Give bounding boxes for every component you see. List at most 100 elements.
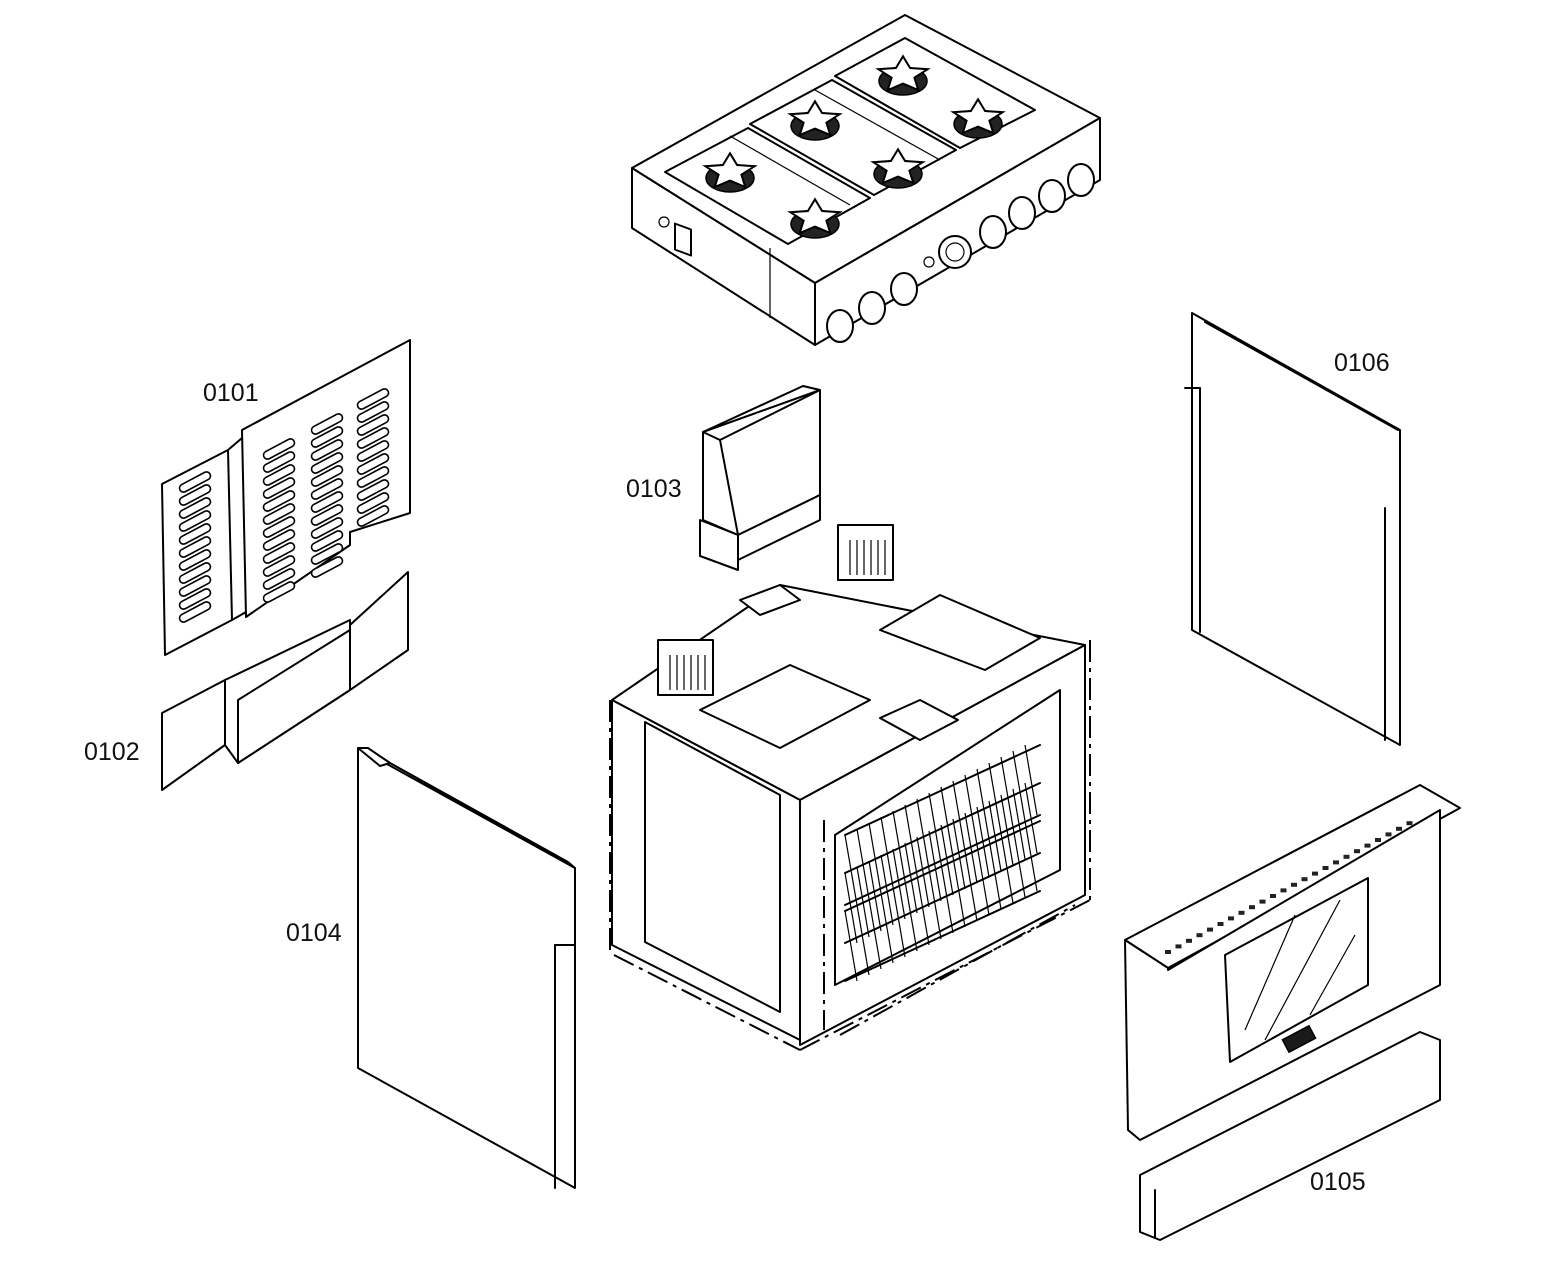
door-vent: [1312, 871, 1318, 876]
louver-slot: [262, 568, 296, 590]
rack-bar: [988, 838, 1002, 910]
rack-bar: [976, 844, 990, 916]
door-vent: [1249, 905, 1255, 910]
part-label-0106: 0106: [1334, 349, 1390, 377]
louver-slot: [262, 529, 296, 551]
part-0105-oven-door: [1124, 784, 1461, 1241]
door-vent: [1270, 894, 1276, 898]
part-label-0101: 0101: [203, 379, 259, 407]
louver-slot: [356, 388, 390, 410]
door-vent: [1322, 866, 1329, 870]
rack-bar: [844, 910, 858, 982]
louver-slot: [178, 588, 212, 610]
burner-cap-icon: [702, 151, 758, 193]
door-vent: [1343, 854, 1350, 859]
louver-slot: [310, 452, 344, 474]
louver-slot: [178, 575, 212, 597]
louver-slot: [310, 439, 344, 461]
rack-bar: [1024, 744, 1038, 816]
door-vent: [1238, 910, 1245, 915]
rack-bar: [904, 880, 918, 952]
louver-slot: [262, 477, 296, 499]
rack-bar: [1000, 832, 1014, 904]
louver-slot: [310, 465, 344, 487]
louver-slot: [262, 542, 296, 564]
rack-bar: [1012, 826, 1026, 898]
louver-slot: [310, 543, 344, 565]
rack-bar: [940, 862, 954, 934]
louver-slot: [262, 438, 296, 460]
rack-bar: [916, 836, 930, 908]
rack-bar: [988, 800, 1002, 872]
rack-bar: [868, 860, 882, 932]
louver-slot: [262, 490, 296, 512]
rack-bar: [892, 848, 906, 920]
louver-slot: [178, 549, 212, 571]
part-0106-side-panel-right: [1184, 312, 1401, 746]
part-label-0105: 0105: [1310, 1168, 1366, 1196]
rack-bar: [1012, 750, 1026, 822]
rack-bar: [892, 886, 906, 958]
louver-slot: [178, 510, 212, 532]
door-vent: [1354, 849, 1360, 854]
louver-slot: [310, 413, 344, 435]
louver-slot: [310, 426, 344, 448]
rack-bar: [1012, 788, 1026, 860]
door-vent: [1396, 826, 1402, 831]
louver-slot: [262, 464, 296, 486]
door-vent: [1196, 933, 1203, 938]
louver-slot: [178, 471, 212, 493]
part-label-0103: 0103: [626, 475, 682, 503]
louver-slot: [262, 555, 296, 577]
louver-slot: [356, 453, 390, 475]
door-vent: [1165, 950, 1171, 954]
door-vent: [1364, 843, 1371, 848]
part-0104-side-panel-left: [357, 747, 576, 1189]
rack-bar: [976, 768, 990, 840]
burner-cap-icon: [950, 97, 1006, 139]
rack-bar: [880, 854, 894, 926]
door-vent: [1280, 888, 1287, 893]
door-vent: [1228, 916, 1234, 921]
rack-bar: [1000, 756, 1014, 828]
door-vent: [1385, 832, 1392, 837]
louver-slot: [356, 401, 390, 423]
rack-bar: [928, 792, 942, 864]
door-vent: [1217, 922, 1224, 926]
rack-bar: [940, 824, 954, 896]
rack-bar: [952, 856, 966, 928]
louver-slot: [356, 479, 390, 501]
rack-bar: [904, 842, 918, 914]
louver-slot: [310, 504, 344, 526]
door-vent: [1207, 927, 1213, 932]
rack-bar: [1024, 820, 1038, 892]
burner-cap-icon: [870, 147, 926, 189]
louver-slot: [262, 451, 296, 473]
rack-bar: [1024, 782, 1038, 854]
louver-slot: [310, 491, 344, 513]
rack-bar: [904, 804, 918, 876]
louver-slot: [356, 440, 390, 462]
louver-slot: [178, 562, 212, 584]
louver-slot: [356, 505, 390, 527]
door-vent: [1301, 877, 1308, 882]
rack-bar: [916, 874, 930, 946]
louver-slot: [356, 492, 390, 514]
rack-bar: [940, 786, 954, 858]
rack-bar: [880, 816, 894, 888]
rack-bar: [964, 850, 978, 922]
rack-bar: [988, 762, 1002, 834]
door-vent: [1186, 938, 1192, 943]
rack-bar: [856, 904, 870, 976]
louver-slot: [356, 427, 390, 449]
louver-slot: [178, 484, 212, 506]
door-vent: [1375, 838, 1381, 842]
part-0102-back-bracket: [161, 571, 409, 791]
louver-slot: [178, 601, 212, 623]
part-label-0102: 0102: [84, 738, 140, 766]
rack-bar: [892, 810, 906, 882]
cooktop-assembly: [631, 14, 1101, 346]
burner-cap-icon: [875, 54, 931, 96]
